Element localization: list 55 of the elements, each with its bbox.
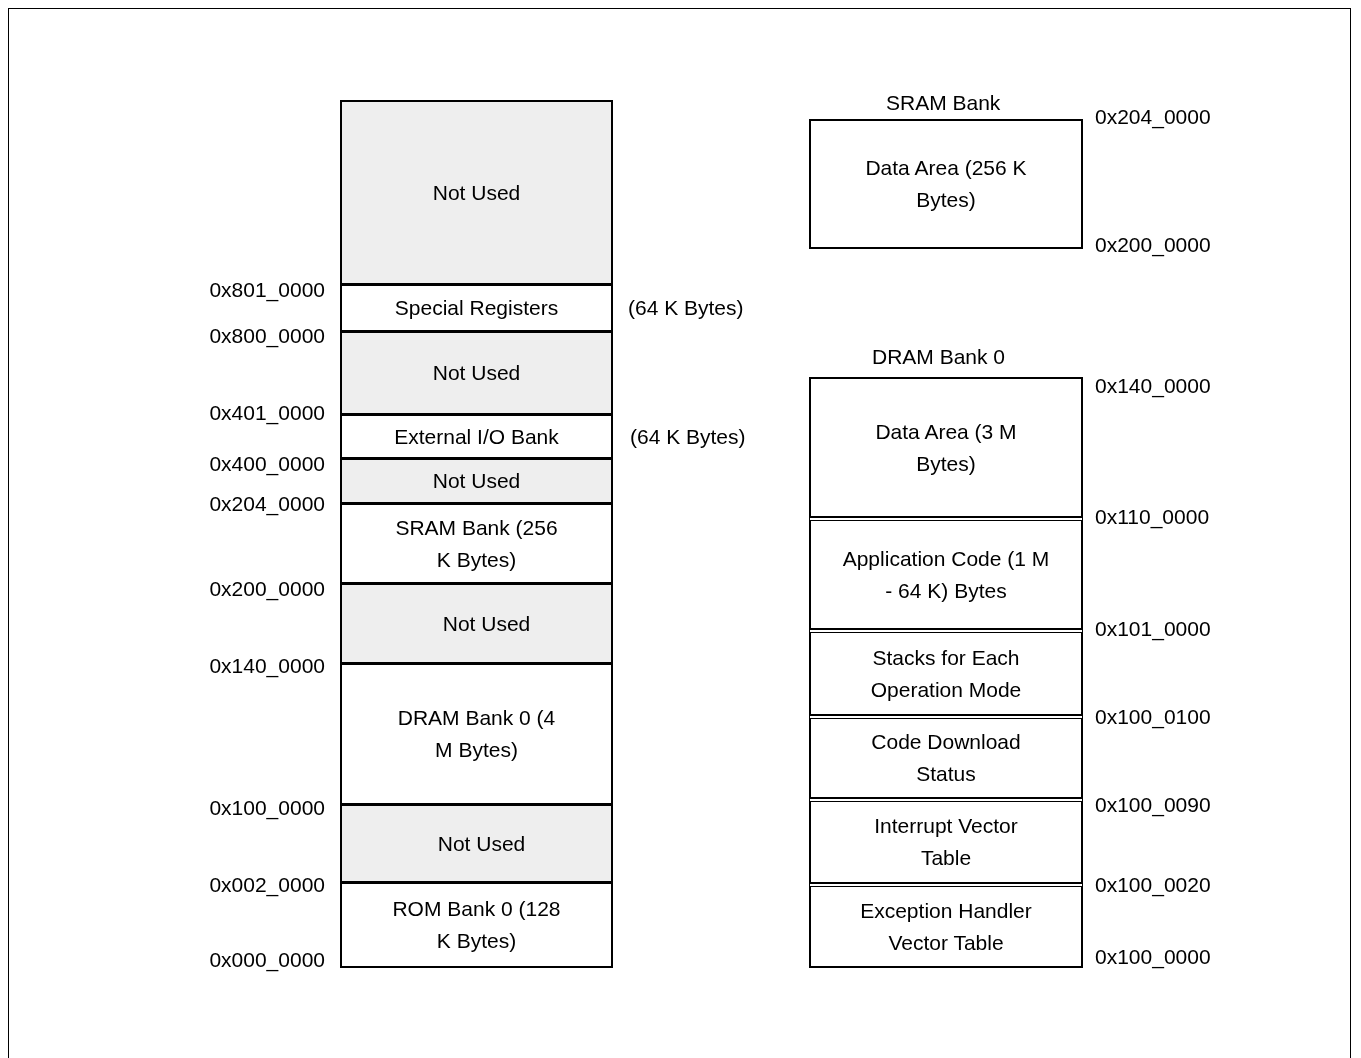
memory-region	[809, 798, 1083, 884]
region-label: Data Area (256 K Bytes)	[864, 155, 1028, 213]
region-label: DRAM Bank 0 (4 M Bytes)	[396, 705, 557, 763]
address-label: 0x002_0000	[209, 873, 325, 897]
region-label: Not Used	[432, 360, 521, 386]
address-label: 0x401_0000	[209, 401, 325, 425]
region-label: Not Used	[437, 830, 526, 857]
address-label: 0x101_0000	[1095, 617, 1211, 641]
address-label: 0x200_0000	[1095, 233, 1211, 257]
address-label: 0x000_0000	[209, 948, 325, 972]
address-label: 0x100_0100	[1095, 705, 1211, 729]
memory-region	[340, 663, 613, 805]
region-label: Special Registers	[394, 295, 559, 321]
region-label: Interrupt Vector Table	[873, 813, 1019, 871]
region-label: Exception Handler Vector Table	[859, 897, 1033, 956]
region-label: SRAM Bank (256 K Bytes)	[394, 514, 559, 573]
memory-region	[340, 331, 613, 415]
address-label: 0x110_0000	[1095, 505, 1210, 529]
region-label: Data Area (3 M Bytes)	[874, 418, 1018, 477]
region-label: Stacks for Each Operation Mode	[869, 644, 1023, 703]
memory-region	[809, 629, 1083, 716]
size-note: (64 K Bytes)	[630, 424, 746, 449]
address-label: 0x100_0090	[1095, 793, 1211, 817]
region-heading: DRAM Bank 0	[872, 345, 1006, 369]
address-label: 0x140_0000	[1095, 374, 1211, 398]
memory-region	[340, 882, 613, 968]
address-label: 0x100_0000	[1095, 945, 1211, 969]
address-label: 0x200_0000	[209, 577, 325, 601]
region-label: Not Used	[432, 468, 521, 494]
memory-region	[340, 583, 613, 664]
memory-region	[340, 804, 613, 883]
memory-region	[340, 458, 613, 504]
address-label: 0x400_0000	[209, 452, 325, 476]
address-label: 0x100_0020	[1095, 873, 1211, 897]
address-label: 0x204_0000	[209, 492, 325, 516]
memory-region	[340, 284, 613, 332]
region-label: Code Download Status	[870, 729, 1022, 787]
region-label: Not Used	[432, 179, 521, 206]
region-label: Application Code (1 M - 64 K) Bytes	[841, 545, 1051, 604]
memory-region	[340, 503, 613, 584]
address-label: 0x100_0000	[209, 796, 325, 820]
region-heading: SRAM Bank	[886, 91, 1001, 115]
region-label: Not Used	[442, 610, 531, 637]
memory-region	[340, 414, 613, 459]
address-label: 0x204_0000	[1095, 105, 1211, 129]
region-label: External I/O Bank	[394, 423, 559, 450]
address-label: 0x800_0000	[209, 324, 325, 348]
memory-region	[340, 100, 613, 285]
region-label: ROM Bank 0 (128 K Bytes)	[391, 896, 562, 954]
memory-region	[809, 517, 1083, 630]
memory-region	[809, 715, 1083, 799]
size-note: (64 K Bytes)	[628, 296, 744, 320]
memory-region	[809, 119, 1083, 249]
address-label: 0x801_0000	[209, 278, 325, 302]
address-label: 0x140_0000	[209, 654, 325, 678]
